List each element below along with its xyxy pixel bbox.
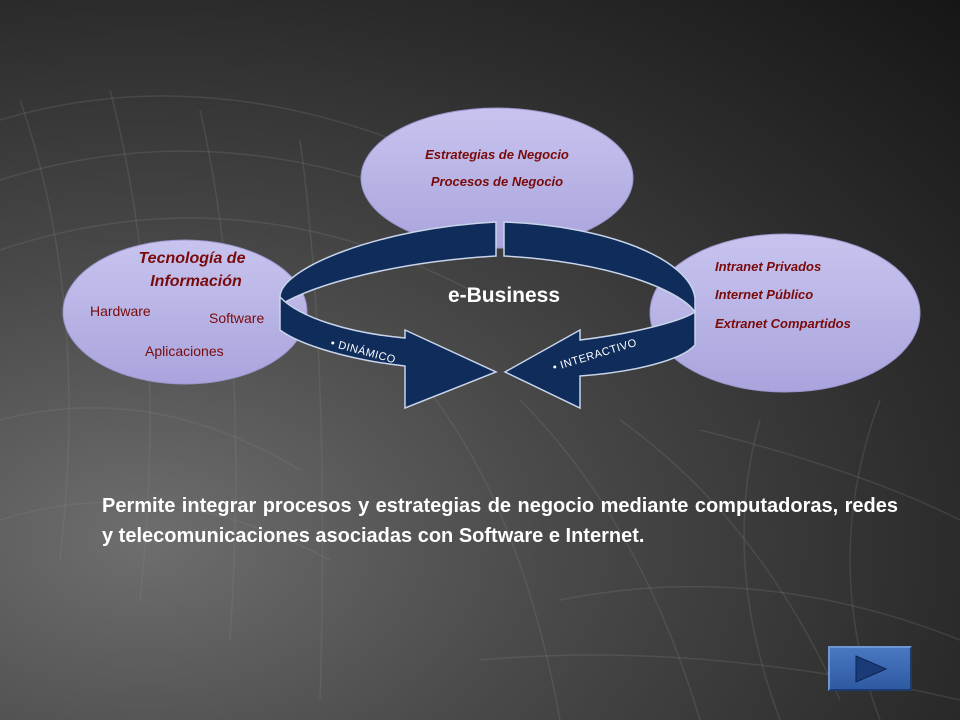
next-slide-button[interactable] xyxy=(828,646,912,691)
ring-lower-right-arrow xyxy=(503,310,696,410)
left-ellipse-software: Software xyxy=(209,310,264,326)
top-ellipse-line1: Estrategias de Negocio xyxy=(425,147,569,162)
right-ellipse-line1: Intranet Privados xyxy=(715,259,821,274)
top-ellipse-line2: Procesos de Negocio xyxy=(431,174,563,189)
left-ellipse-title-line2: Información xyxy=(150,273,242,290)
right-ellipse-line3: Extranet Compartidos xyxy=(715,316,851,331)
play-triangle-icon xyxy=(855,655,888,683)
center-label: e-Business xyxy=(448,284,560,307)
right-ellipse xyxy=(649,233,921,393)
left-ellipse xyxy=(62,239,308,385)
ring-lower-left-arrow xyxy=(279,295,498,410)
left-ellipse-aplicaciones: Aplicaciones xyxy=(145,343,224,359)
left-ellipse-hardware: Hardware xyxy=(90,303,151,319)
top-ellipse xyxy=(360,107,634,249)
body-paragraph: Permite integrar procesos y estrategias … xyxy=(102,495,898,547)
ring-upper-right-band xyxy=(503,221,696,315)
right-ellipse-line2: Internet Público xyxy=(715,287,813,302)
ring-upper-left-band xyxy=(279,221,497,307)
ring-arrow xyxy=(279,221,696,410)
left-ellipse-title-line1: Tecnología de xyxy=(139,250,246,267)
